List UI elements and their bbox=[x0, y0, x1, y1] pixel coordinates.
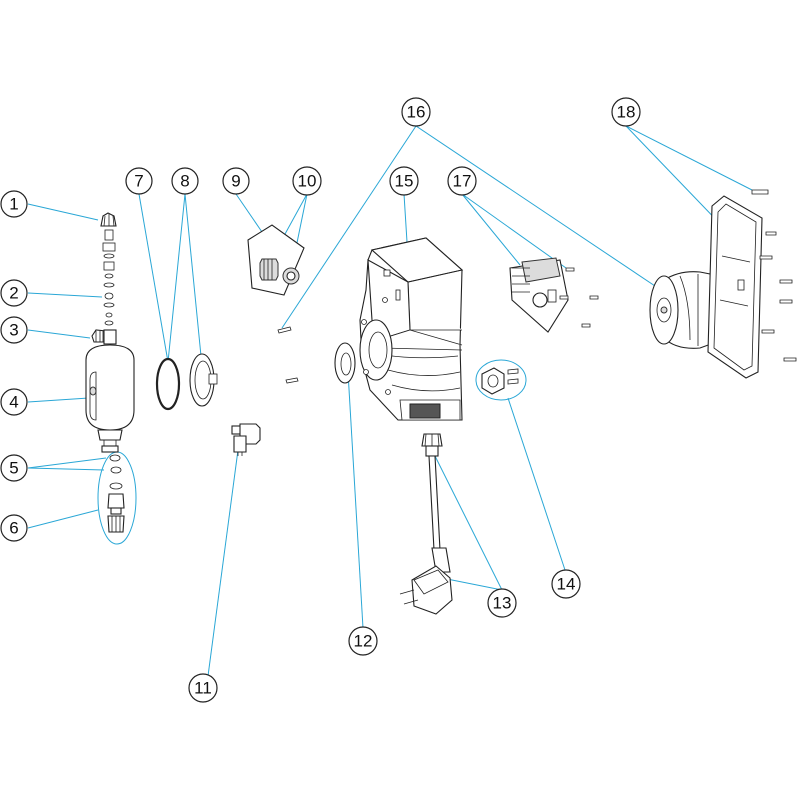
part-16-screws bbox=[277, 326, 299, 384]
callout-6: 6 bbox=[0, 514, 28, 542]
callout-2: 2 bbox=[0, 279, 28, 307]
callout-9: 9 bbox=[222, 167, 250, 195]
part-14-nut-screws bbox=[481, 367, 519, 395]
svg-text:18: 18 bbox=[617, 103, 636, 122]
part-5-seal bbox=[109, 454, 122, 474]
svg-text:11: 11 bbox=[194, 679, 212, 698]
svg-text:16: 16 bbox=[407, 103, 426, 122]
part-11-elbow-fitting bbox=[231, 423, 261, 456]
callout-14: 14 bbox=[551, 569, 581, 599]
svg-text:8: 8 bbox=[180, 172, 189, 191]
svg-text:6: 6 bbox=[9, 519, 18, 538]
svg-text:1: 1 bbox=[9, 195, 18, 214]
part-15-housing bbox=[359, 237, 464, 421]
svg-text:4: 4 bbox=[9, 393, 18, 412]
svg-text:13: 13 bbox=[493, 594, 512, 613]
part-8-diaphragm bbox=[189, 353, 218, 407]
callout-18: 18 bbox=[611, 97, 641, 127]
motor bbox=[649, 271, 723, 349]
svg-text:12: 12 bbox=[354, 632, 373, 651]
svg-text:17: 17 bbox=[453, 172, 472, 191]
part-12-washer bbox=[334, 342, 356, 384]
part-17-circuit-board bbox=[509, 257, 599, 333]
part-7-o-ring bbox=[155, 357, 181, 411]
callout-7: 7 bbox=[125, 167, 153, 195]
part-1-cap bbox=[100, 212, 117, 227]
callout-5: 5 bbox=[0, 454, 28, 482]
callout-13: 13 bbox=[487, 588, 517, 618]
svg-text:5: 5 bbox=[9, 459, 18, 478]
callout-3: 3 bbox=[0, 316, 28, 344]
callout-1: 1 bbox=[0, 190, 28, 218]
callout-17: 17 bbox=[447, 166, 477, 196]
callout-16: 16 bbox=[401, 97, 431, 127]
part-4-pump-head bbox=[85, 329, 135, 453]
callout-8: 8 bbox=[171, 167, 199, 195]
svg-text:7: 7 bbox=[134, 172, 143, 191]
callout-group: 1 2 3 4 5 6 7 8 9 10 11 12 13 14 15 16 1… bbox=[0, 97, 641, 703]
leader-lines bbox=[27, 125, 753, 677]
callout-4: 4 bbox=[0, 388, 28, 416]
part-6-outlet bbox=[107, 482, 125, 533]
part-13-cable-plug bbox=[399, 433, 453, 615]
svg-text:15: 15 bbox=[395, 172, 414, 191]
callout-12: 12 bbox=[348, 626, 378, 656]
svg-text:3: 3 bbox=[9, 321, 18, 340]
svg-text:10: 10 bbox=[298, 172, 317, 191]
callout-10: 10 bbox=[292, 166, 322, 196]
svg-text:2: 2 bbox=[9, 284, 18, 303]
part-10-gears bbox=[259, 258, 300, 285]
callout-11: 11 bbox=[188, 673, 218, 703]
svg-text:9: 9 bbox=[231, 172, 240, 191]
part-2-valve-stack bbox=[102, 229, 116, 326]
callout-15: 15 bbox=[389, 166, 419, 196]
part-18-cover-plate bbox=[707, 189, 797, 379]
svg-text:14: 14 bbox=[557, 575, 576, 594]
